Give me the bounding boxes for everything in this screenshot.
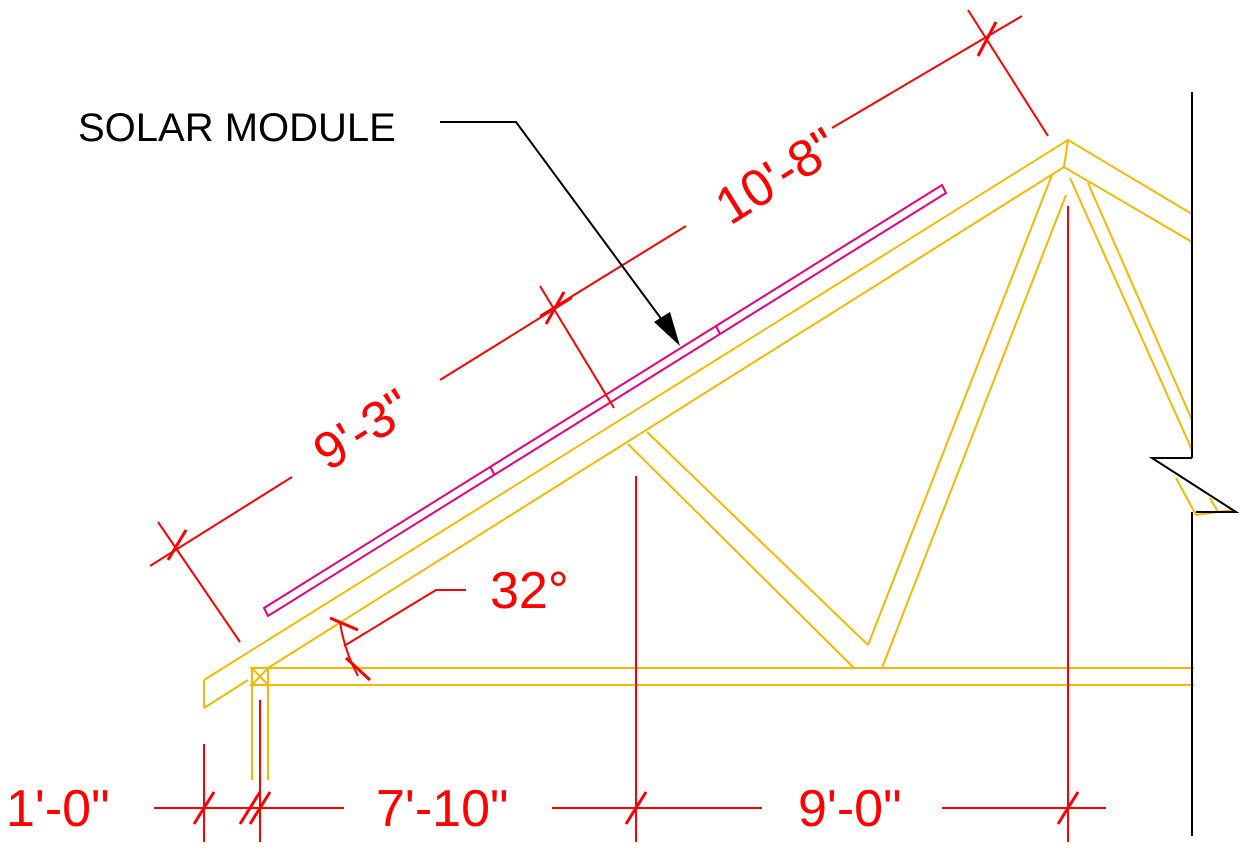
break-symbol <box>1148 457 1240 513</box>
web-right-a <box>1069 177 1193 451</box>
web-left-a <box>627 443 855 669</box>
dim-label-left-span: 7'-10" <box>376 780 508 838</box>
tick-module-top <box>544 291 566 325</box>
tick-bottom-web <box>624 791 648 825</box>
web-center-b <box>881 194 1067 669</box>
web-right-c <box>1175 477 1197 516</box>
dimension-lines <box>149 9 1106 842</box>
solar-module <box>262 183 948 618</box>
callout-leader <box>440 121 680 346</box>
dim-line-module-b <box>439 297 573 381</box>
tick-ridge <box>976 21 998 57</box>
ridge-line <box>1063 139 1069 168</box>
dim-line-overall-b <box>831 15 1023 129</box>
ext-line-ridge <box>967 9 1049 137</box>
angle-leader <box>343 589 466 647</box>
dim-line-overall-a <box>539 225 687 317</box>
dim-label-module-slope: 9'-3" <box>304 378 423 482</box>
angle-label: 32° <box>490 562 569 620</box>
wall-break <box>1148 92 1240 836</box>
bearing-block-x2 <box>251 667 269 686</box>
web-center-a <box>867 174 1053 646</box>
dim-label-overall-slope: 10'-8" <box>706 117 849 236</box>
truss <box>203 138 1233 780</box>
tick-bottom-wall-2 <box>248 791 272 825</box>
module-divider-2 <box>715 325 721 335</box>
ext-line-lower-end <box>157 521 241 643</box>
web-right-b <box>1087 182 1193 421</box>
web-left-b <box>646 431 869 646</box>
tick-bottom-peak <box>1056 791 1080 825</box>
bearing-block <box>251 667 269 686</box>
callout-arrowhead <box>654 312 680 346</box>
tick-bottom-wall-1 <box>238 791 262 825</box>
tick-bottom-tail <box>192 791 216 825</box>
overhang-tail-bottom <box>203 679 249 709</box>
module-divider-1 <box>489 465 495 475</box>
angle-arc <box>339 621 359 677</box>
dim-label-right-span: 9'-0" <box>798 780 902 838</box>
ext-line-module-top <box>539 285 615 409</box>
callout-leader-line <box>440 121 669 329</box>
callout-solar-module: SOLAR MODULE <box>78 106 396 150</box>
web-right-e <box>1209 497 1219 513</box>
angle-tick-bottom <box>344 656 372 682</box>
angle-tick-top <box>329 616 359 632</box>
tick-lower-end <box>166 529 188 561</box>
dim-label-overhang: 1'-0" <box>6 780 110 838</box>
